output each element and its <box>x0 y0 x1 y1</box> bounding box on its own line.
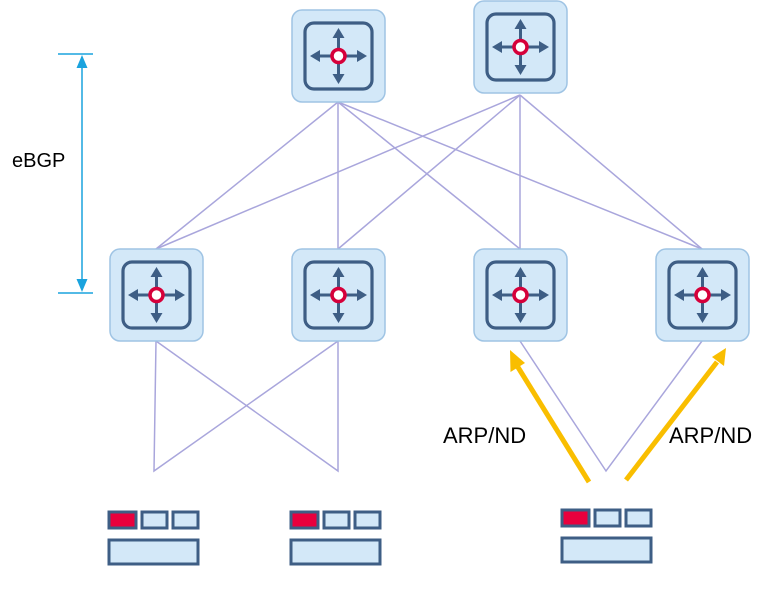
ebgp-span-indicator <box>58 53 93 294</box>
link-spine1-leaf1 <box>155 101 339 250</box>
server-icon-3 <box>560 508 653 564</box>
arp-arrow-right <box>624 360 719 482</box>
link-spine2-leaf4 <box>519 94 703 250</box>
server-icon-1 <box>107 510 200 566</box>
link-spine2-leaf1 <box>155 94 521 250</box>
link-leaf34-server <box>519 340 703 473</box>
spine-switch-1 <box>290 8 387 104</box>
leaf-switch-4 <box>654 247 751 343</box>
ebgp-arrowhead-up <box>76 55 88 68</box>
leaf-switch-3 <box>472 247 569 343</box>
link-spine1-leaf3 <box>337 101 521 250</box>
arp-arrows <box>510 348 726 484</box>
ebgp-arrowhead-down <box>76 279 88 292</box>
leaf-switch-1 <box>108 247 205 343</box>
server-icon-2 <box>289 510 382 566</box>
arp-arrowhead-left <box>510 350 525 372</box>
spine-switch-2 <box>472 0 569 95</box>
link-leaf1-server <box>153 340 339 473</box>
leaf-server-links <box>153 340 703 473</box>
leaf-switch-2 <box>290 247 387 343</box>
link-spine2-leaf2 <box>337 94 521 250</box>
arp-arrowhead-right <box>712 348 726 366</box>
link-leaf2-server <box>155 340 339 473</box>
arp-label-left: ARP/ND <box>443 423 526 448</box>
ebgp-label: eBGP <box>12 150 65 172</box>
arp-arrow-left <box>513 362 592 484</box>
arp-label-right: ARP/ND <box>669 423 752 448</box>
spine-leaf-links <box>155 94 703 250</box>
